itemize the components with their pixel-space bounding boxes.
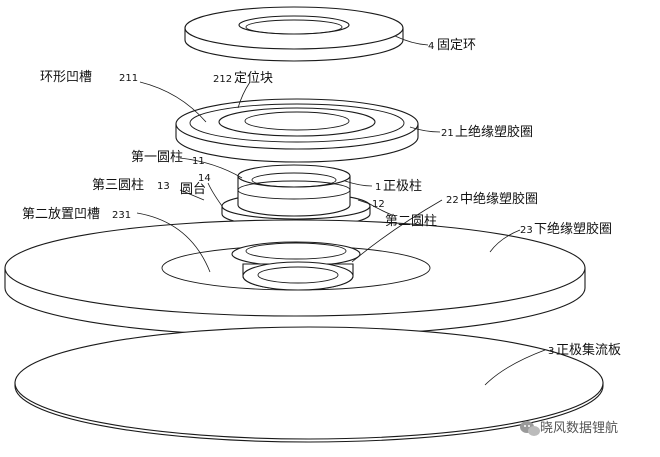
label-fixed-ring: 4 固定环 <box>428 38 476 53</box>
label-num: 12 <box>372 199 385 210</box>
label-annular-groove: 环形凹槽 211 <box>40 70 138 85</box>
label-num: 23 <box>520 225 533 236</box>
collector-plate-part <box>14 326 604 443</box>
watermark-text: 晓风数据锂航 <box>540 420 618 436</box>
label-text: 正极柱 <box>383 179 422 194</box>
label-lower-insulator: 23 下绝缘塑胶圈 <box>520 221 612 237</box>
label-num: 21 <box>441 128 454 139</box>
label-text: 固定环 <box>437 38 476 53</box>
label-text: 环形凹槽 <box>40 70 92 85</box>
label-third-cylinder: 14 第三圆柱 13 <box>92 173 211 193</box>
label-num: 4 <box>428 41 434 52</box>
label-num: 211 <box>119 73 138 84</box>
label-text: 正极集流板 <box>556 342 621 358</box>
positive-post-part <box>221 164 371 228</box>
label-text: 定位块 <box>234 71 273 86</box>
leader-lines <box>136 35 546 386</box>
lower-insulator-part <box>4 219 586 337</box>
label-upper-insulator: 21 上绝缘塑胶圈 <box>441 124 533 140</box>
wechat-icon <box>520 421 540 436</box>
label-text: 中绝缘塑胶圈 <box>460 191 538 207</box>
label-num: 231 <box>112 210 131 221</box>
label-second-cylinder: 12 第二圆柱 <box>372 199 437 229</box>
label-first-cylinder: 第一圆柱 11 <box>131 150 205 167</box>
label-positive-post: 1 正极柱 <box>375 179 422 194</box>
label-num: 212 <box>213 74 232 85</box>
label-middle-insulator: 22 中绝缘塑胶圈 <box>446 191 538 207</box>
label-num: 3 <box>548 346 554 357</box>
label-text: 第二放置凹槽 <box>22 207 100 222</box>
label-text: 第一圆柱 <box>131 150 183 165</box>
label-collector-plate: 3 正极集流板 <box>548 342 621 358</box>
label-fillet: 圆台 <box>180 182 206 197</box>
label-num: 13 <box>157 181 170 192</box>
label-second-groove: 第二放置凹槽 231 <box>22 207 131 222</box>
label-num: 1 <box>375 182 381 193</box>
label-text: 第三圆柱 <box>92 178 144 193</box>
label-text: 下绝缘塑胶圈 <box>534 221 612 237</box>
label-text: 上绝缘塑胶圈 <box>455 124 533 140</box>
fixed-ring-part <box>184 6 404 62</box>
label-num: 22 <box>446 195 459 206</box>
watermark: 晓风数据锂航 <box>520 420 618 436</box>
label-num-14: 14 <box>198 173 211 184</box>
label-text: 第二圆柱 <box>385 214 437 229</box>
label-locating-block: 212 定位块 <box>213 71 273 86</box>
label-text: 圆台 <box>180 182 206 197</box>
label-num: 11 <box>192 156 205 167</box>
upper-insulator-part <box>175 98 419 163</box>
